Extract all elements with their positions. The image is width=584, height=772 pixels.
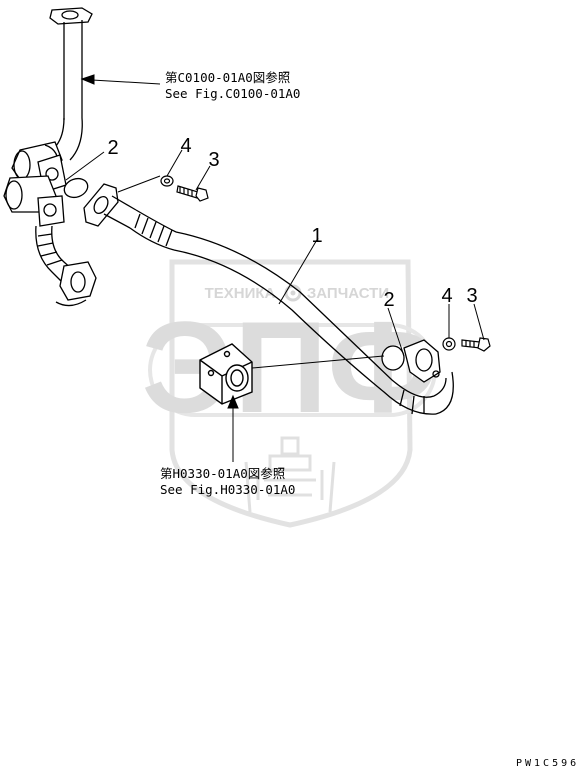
- reference-bottom-en: See Fig.H0330-01A0: [160, 482, 295, 497]
- watermark-emblem: [244, 436, 336, 513]
- callout-main-pipe: 1: [311, 225, 322, 247]
- main-pipe: [83, 183, 454, 415]
- watermark-shield: [169, 259, 413, 528]
- drawing-code: PW1C596: [516, 758, 579, 769]
- gasket-top: [63, 177, 89, 199]
- gasket-right: [381, 345, 405, 371]
- callout-washer-top: 4: [180, 135, 191, 157]
- callout-bolt-top: 3: [208, 149, 219, 171]
- reference-bottom-jp: 第H0330-01A0図参照: [160, 466, 285, 481]
- leader-lines: [65, 74, 485, 462]
- adapter-block: [199, 343, 253, 405]
- bolt-top: [176, 185, 209, 202]
- washer-right: [442, 337, 456, 351]
- watermark: ЭПФ ТЕХНИКА ЗАПЧАСТИ: [142, 259, 438, 528]
- reference-top-jp: 第C0100-01A0図参照: [165, 70, 290, 85]
- callout-bolt-right: 3: [466, 285, 477, 307]
- callout-gasket-right: 2: [383, 289, 394, 311]
- bolt-right: [461, 337, 491, 352]
- callout-washer-right: 4: [441, 285, 452, 307]
- reference-top-en: See Fig.C0100-01A0: [165, 86, 300, 101]
- callout-gasket-top: 2: [107, 137, 118, 159]
- watermark-text-left: ТЕХНИКА: [205, 285, 276, 302]
- manifold-assembly: [3, 7, 97, 307]
- watermark-text-right: ЗАПЧАСТИ: [307, 285, 389, 302]
- washer-top: [160, 175, 174, 187]
